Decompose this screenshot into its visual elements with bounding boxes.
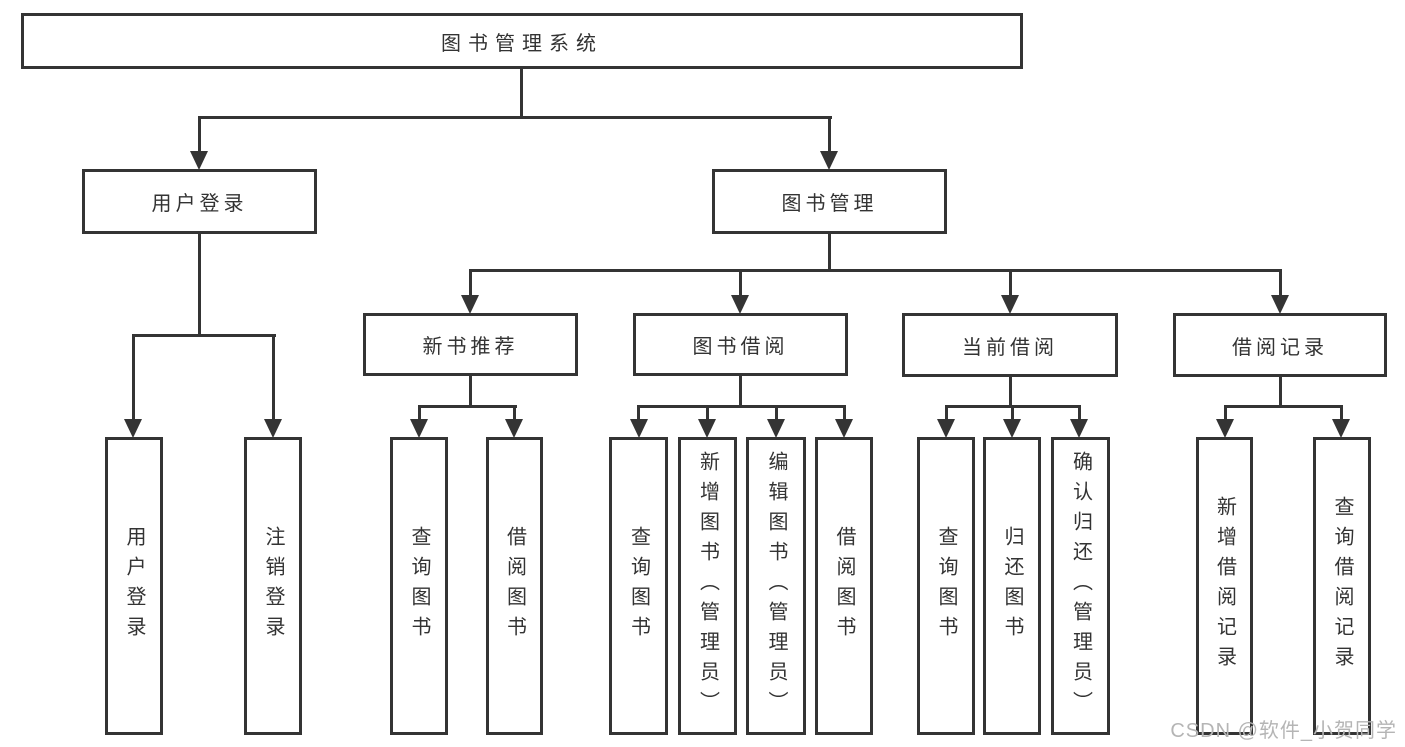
leaf-cb-query-books-label: 查询图书 — [935, 526, 957, 646]
leaf-cb-confirm-return-admin-label: 确认归还（管理员） — [1069, 451, 1092, 721]
leaf-cb-query-books: 查询图书 — [917, 437, 975, 735]
node-root: 图书管理系统 — [21, 13, 1023, 69]
leaf-bb-borrow-books-label: 借阅图书 — [833, 526, 855, 646]
arrow-down-icon — [461, 295, 479, 314]
connector-current-borrow-trunk — [1009, 375, 1012, 408]
node-borrow-records: 借阅记录 — [1173, 313, 1387, 377]
leaf-cb-return-books-label: 归还图书 — [1001, 526, 1023, 646]
leaf-cb-confirm-return-admin: 确认归还（管理员） — [1051, 437, 1110, 735]
leaf-user-login: 用户登录 — [105, 437, 163, 735]
leaf-bb-query-books: 查询图书 — [609, 437, 668, 735]
connector-book-management-branch — [469, 269, 1282, 272]
node-book-borrow: 图书借阅 — [633, 313, 848, 376]
connector-borrow-records-branch — [1224, 405, 1343, 408]
csdn-watermark: CSDN @软件_小贺同学 — [1170, 720, 1397, 742]
connector-drop-current-borrow — [1009, 269, 1012, 297]
connector-drop-leaf — [945, 405, 948, 422]
connector-new-book-trunk — [469, 375, 472, 408]
connector-drop-leaf — [1340, 405, 1343, 422]
connector-drop-leaf — [418, 405, 421, 422]
arrow-down-icon — [1070, 419, 1088, 438]
connector-drop-new-book — [469, 269, 472, 297]
leaf-bb-borrow-books: 借阅图书 — [815, 437, 873, 735]
connector-drop-borrow-records — [1279, 269, 1282, 297]
arrow-down-icon — [1332, 419, 1350, 438]
arrow-down-icon — [1001, 295, 1019, 314]
leaf-bb-query-books-label: 查询图书 — [627, 526, 650, 646]
leaf-nbr-borrow-books-label: 借阅图书 — [503, 526, 526, 646]
arrow-down-icon — [698, 419, 716, 438]
leaf-cb-return-books: 归还图书 — [983, 437, 1041, 735]
arrow-down-icon — [731, 295, 749, 314]
node-book-management: 图书管理 — [712, 169, 947, 234]
arrow-down-icon — [190, 151, 208, 170]
node-root-label: 图书管理系统 — [441, 32, 603, 55]
arrow-down-icon — [937, 419, 955, 438]
arrow-down-icon — [1003, 419, 1021, 438]
leaf-nbr-query-books-label: 查询图书 — [408, 526, 430, 646]
leaf-bb-add-books-admin-label: 新增图书（管理员） — [696, 451, 719, 721]
arrow-down-icon — [835, 419, 853, 438]
node-current-borrow-label: 当前借阅 — [962, 336, 1058, 359]
arrow-down-icon — [1216, 419, 1234, 438]
connector-root-trunk — [520, 66, 523, 119]
arrow-down-icon — [630, 419, 648, 438]
connector-drop-book-management — [828, 116, 831, 153]
node-user-login-label: 用户登录 — [151, 193, 248, 215]
connector-book-borrow-trunk — [739, 375, 742, 408]
node-new-book-recommend: 新书推荐 — [363, 313, 578, 376]
leaf-logout-label: 注销登录 — [262, 526, 284, 646]
node-borrow-records-label: 借阅记录 — [1232, 336, 1328, 359]
arrow-down-icon — [410, 419, 428, 438]
leaf-br-query-record: 查询借阅记录 — [1313, 437, 1371, 735]
connector-drop-leaf — [513, 405, 516, 422]
node-current-borrow: 当前借阅 — [902, 313, 1118, 377]
leaf-nbr-borrow-books: 借阅图书 — [486, 437, 543, 735]
connector-borrow-records-trunk — [1279, 375, 1282, 408]
connector-drop-leaf — [1011, 405, 1014, 422]
node-user-login: 用户登录 — [82, 169, 317, 234]
node-book-borrow-label: 图书借阅 — [692, 336, 789, 358]
arrow-down-icon — [767, 419, 785, 438]
arrow-down-icon — [264, 419, 282, 438]
leaf-nbr-query-books: 查询图书 — [390, 437, 448, 735]
connector-book-management-trunk — [828, 231, 831, 272]
connector-root-branch — [198, 116, 832, 119]
connector-drop-leaf — [1224, 405, 1227, 422]
connector-user-login-branch — [132, 334, 276, 337]
leaf-bb-add-books-admin: 新增图书（管理员） — [678, 437, 737, 735]
leaf-br-add-record: 新增借阅记录 — [1196, 437, 1253, 735]
connector-drop-leaf — [637, 405, 640, 422]
connector-drop-leaf — [706, 405, 709, 422]
connector-new-book-branch — [418, 405, 517, 408]
leaf-logout: 注销登录 — [244, 437, 302, 735]
arrow-down-icon — [124, 419, 142, 438]
arrow-down-icon — [505, 419, 523, 438]
connector-drop-leaf — [1078, 405, 1081, 422]
connector-drop-leaf — [843, 405, 846, 422]
node-new-book-recommend-label: 新书推荐 — [422, 336, 519, 358]
leaf-user-login-label: 用户登录 — [123, 526, 145, 646]
connector-drop-leaf — [132, 334, 135, 422]
node-book-management-label: 图书管理 — [781, 193, 878, 215]
arrow-down-icon — [820, 151, 838, 170]
connector-book-borrow-branch — [637, 405, 846, 408]
leaf-br-add-record-label: 新增借阅记录 — [1213, 496, 1236, 676]
leaf-bb-edit-books-admin: 编辑图书（管理员） — [746, 437, 806, 735]
connector-drop-leaf — [272, 334, 275, 422]
connector-drop-leaf — [775, 405, 778, 422]
leaf-br-query-record-label: 查询借阅记录 — [1331, 496, 1353, 676]
connector-drop-book-borrow — [739, 269, 742, 297]
arrow-down-icon — [1271, 295, 1289, 314]
connector-drop-user-login — [198, 116, 201, 153]
connector-user-login-trunk — [198, 231, 201, 337]
leaf-bb-edit-books-admin-label: 编辑图书（管理员） — [765, 451, 787, 721]
